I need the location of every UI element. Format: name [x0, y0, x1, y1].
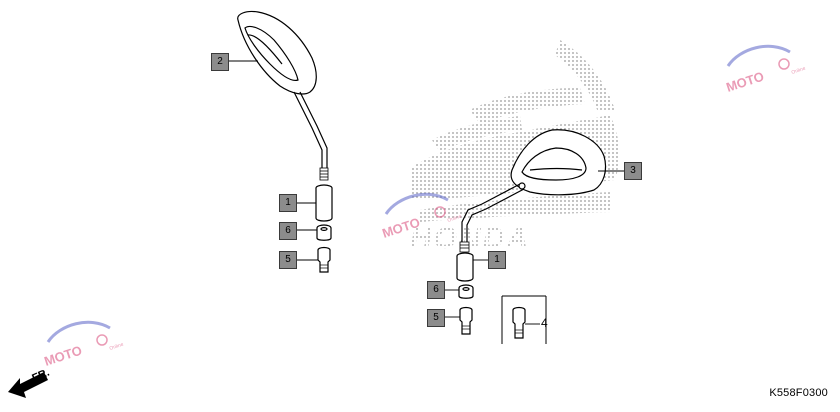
left-thread [319, 167, 329, 181]
svg-text:Online: Online [791, 66, 807, 76]
callout-inset-part[interactable]: 4 [541, 316, 548, 330]
watermark-logo: MOTO Online [42, 320, 125, 369]
callout-right-collar[interactable]: 1 [488, 251, 506, 269]
svg-text:MOTO: MOTO [724, 69, 766, 95]
left-leaders [228, 60, 318, 261]
right-leaders [445, 170, 624, 318]
right-thread [459, 241, 470, 253]
right-collar [456, 252, 474, 282]
svg-text:MOTO: MOTO [42, 343, 84, 369]
inset-bolt [512, 306, 526, 339]
left-nut [316, 224, 332, 241]
callout-left-collar[interactable]: 1 [279, 194, 297, 212]
left-mirror [237, 10, 317, 95]
left-mirror-stem [293, 91, 328, 168]
callout-left-nut[interactable]: 6 [279, 222, 297, 240]
left-collar [315, 184, 333, 222]
right-nut [458, 284, 474, 299]
diagram-code: K558F0300 [769, 387, 828, 399]
honda-wordmark: HONDA [410, 222, 530, 255]
watermark-logo: MOTO Online [724, 44, 807, 95]
callout-right-bolt[interactable]: 5 [427, 309, 445, 327]
inset-box [501, 295, 547, 344]
honda-wing-logo [410, 40, 620, 222]
callout-right-nut[interactable]: 6 [427, 281, 445, 299]
right-mirror [510, 129, 607, 196]
callout-right-mirror[interactable]: 3 [624, 162, 642, 180]
callout-left-mirror[interactable]: 2 [211, 53, 229, 71]
svg-text:Online: Online [447, 214, 463, 224]
svg-text:Online: Online [109, 342, 125, 352]
right-mirror-stem [461, 182, 526, 242]
right-bolt [459, 306, 473, 335]
left-bolt [317, 246, 331, 273]
front-arrow-label: FR. [30, 367, 51, 385]
callout-left-bolt[interactable]: 5 [279, 251, 297, 269]
front-arrow-icon [8, 372, 48, 398]
